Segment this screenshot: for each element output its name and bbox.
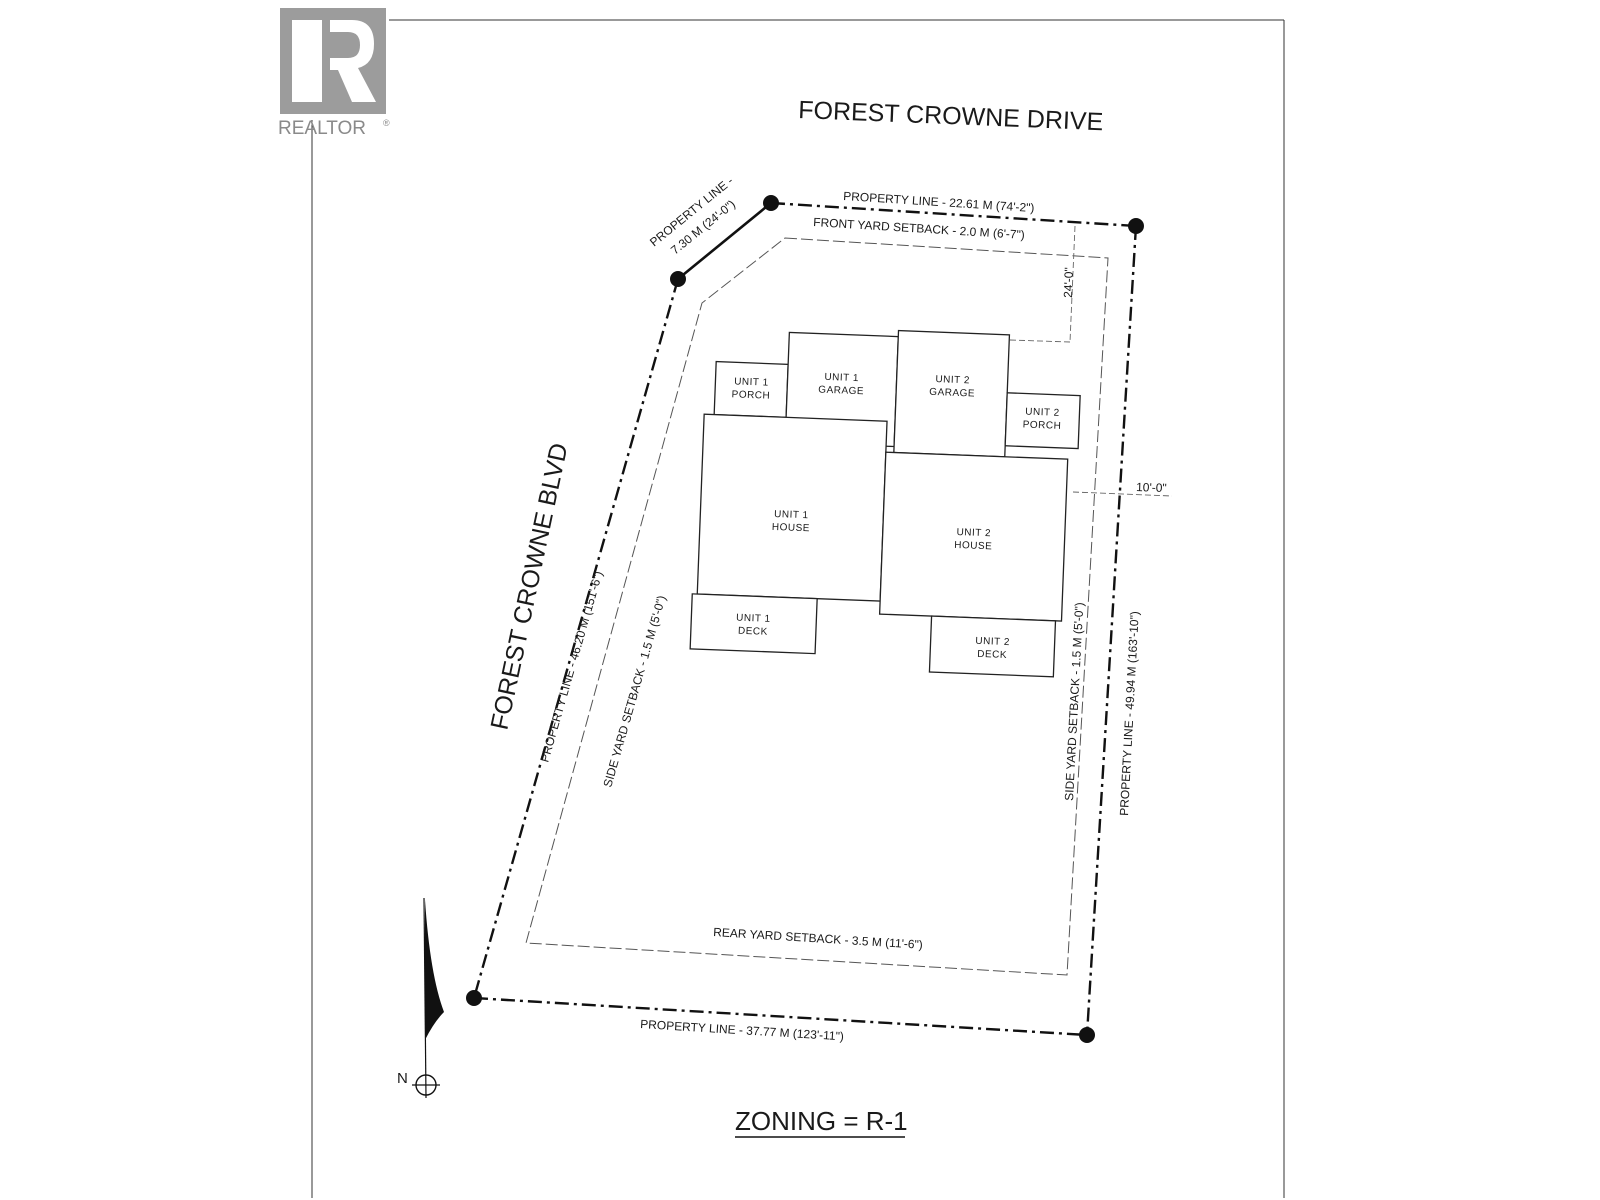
street-forest-crowne-drive: FOREST CROWNE DRIVE	[798, 96, 1104, 136]
unit2-house-label: HOUSE	[954, 540, 992, 552]
property-corner-marker	[763, 195, 779, 211]
property-line-west-label: PROPERTY LINE - 46.20 M (151'-6")	[537, 569, 605, 763]
property-line-north-label: PROPERTY LINE - 22.61 M (74'-2")	[843, 189, 1035, 215]
unit1-porch-label: UNIT 1	[734, 376, 769, 388]
property-corner-marker	[1128, 218, 1144, 234]
unit2-deck-label: DECK	[977, 649, 1007, 661]
unit1-house-label: HOUSE	[772, 522, 810, 534]
property-corner-marker	[1079, 1027, 1095, 1043]
east-side-yard-setback-label: SIDE YARD SETBACK - 1.5 M (5'-0")	[1062, 602, 1086, 801]
unit2-deck	[928, 615, 1057, 678]
setback-boundary	[525, 237, 1109, 976]
unit2-deck-label: UNIT 2	[975, 636, 1010, 648]
front-yard-setback-label: FRONT YARD SETBACK - 2.0 M (6'-7")	[813, 215, 1025, 242]
property-line-south-label: PROPERTY LINE - 37.77 M (123'-11")	[640, 1017, 844, 1043]
zoning-label: ZONING = R-1	[735, 1106, 908, 1136]
unit1-house-label: UNIT 1	[774, 509, 809, 521]
realtor-logo-text: REALTOR	[278, 118, 366, 139]
unit1-house	[696, 413, 888, 602]
unit2-house-label: UNIT 2	[956, 527, 991, 539]
unit2-garage-label: GARAGE	[929, 387, 975, 400]
property-boundary	[466, 195, 1144, 1043]
west-side-yard-setback-label: SIDE YARD SETBACK - 1.5 M (5'-0")	[600, 594, 668, 789]
realtor-registered-mark: ®	[383, 118, 390, 128]
unit1-garage-label: UNIT 1	[824, 372, 859, 384]
dimension-guides	[1009, 225, 1173, 497]
side-offset-dimension: 10'-0"	[1136, 480, 1167, 495]
north-arrow-icon	[425, 900, 444, 1040]
duplex-building: UNIT 1 PORCH UNIT 1 GARAGE UNIT 2 GARAGE…	[689, 329, 1081, 678]
unit2-porch	[1004, 392, 1081, 450]
driveway-depth-dimension: 24'-0"	[1061, 267, 1076, 298]
unit2-porch-label: PORCH	[1022, 419, 1061, 431]
property-corner-marker	[466, 990, 482, 1006]
unit2-porch-label: UNIT 2	[1025, 407, 1060, 419]
property-corner-marker	[670, 271, 686, 287]
realtor-logo: REALTOR ®	[278, 8, 390, 139]
north-arrow-label: N	[397, 1070, 408, 1087]
property-line-east-label: PROPERTY LINE - 49.94 M (163'-10")	[1117, 611, 1142, 816]
drawing-frame	[311, 19, 1285, 1198]
unit1-deck-label: DECK	[738, 626, 768, 638]
unit1-deck	[689, 593, 818, 655]
unit1-porch-label: PORCH	[731, 389, 770, 401]
north-arrow: N	[397, 897, 444, 1099]
rear-yard-setback-label: REAR YARD SETBACK - 3.5 M (11'-6")	[713, 925, 923, 952]
unit1-garage-label: GARAGE	[818, 385, 864, 398]
unit1-deck-label: UNIT 1	[736, 613, 771, 625]
unit2-garage-label: UNIT 2	[935, 374, 970, 386]
